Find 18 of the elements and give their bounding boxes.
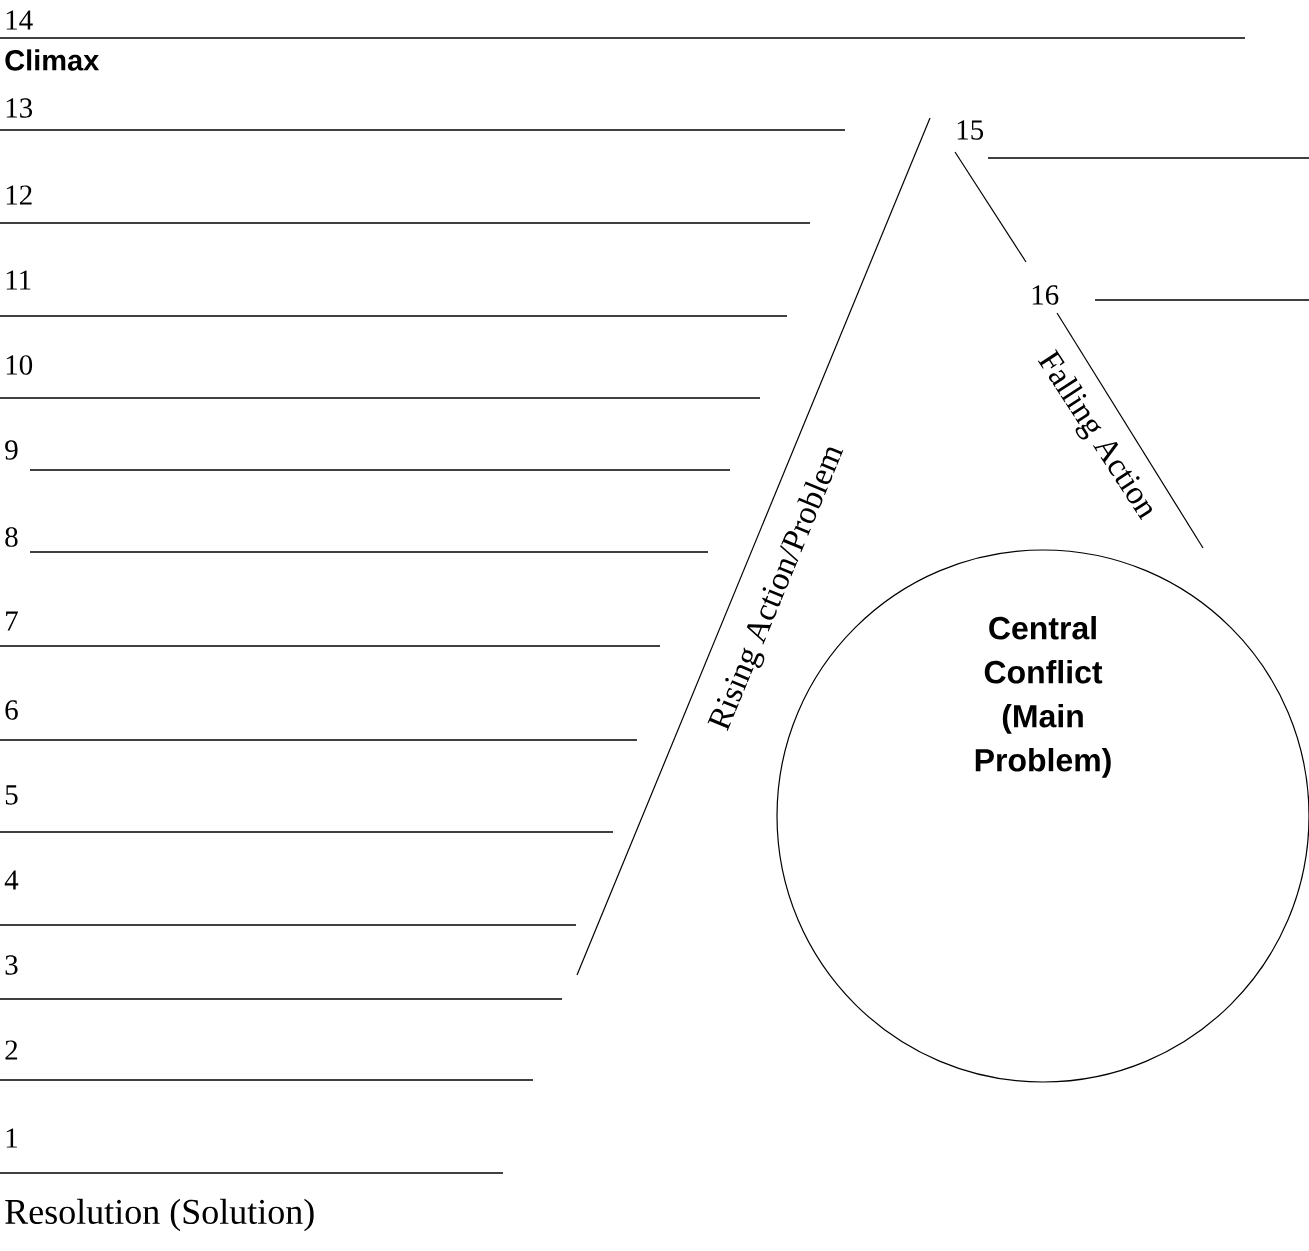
section-heading: Resolution (Solution) bbox=[5, 1198, 314, 1232]
section-heading: Climax bbox=[5, 49, 100, 71]
line-number: 11 bbox=[6, 270, 31, 290]
line-number: 5 bbox=[5, 785, 18, 805]
line-number: 3 bbox=[5, 955, 18, 975]
line-number: 8 bbox=[5, 527, 18, 547]
line-number: 15 bbox=[957, 120, 984, 140]
line-number: 14 bbox=[6, 10, 33, 30]
line-number: 16 bbox=[1032, 285, 1059, 305]
line-number: 12 bbox=[6, 185, 32, 205]
line-number: 10 bbox=[6, 355, 33, 375]
line-number: 1 bbox=[6, 1128, 17, 1148]
line-number: 6 bbox=[5, 700, 18, 720]
line-number: 7 bbox=[6, 611, 18, 631]
line-number: 13 bbox=[6, 98, 33, 118]
line-number: 4 bbox=[4, 870, 19, 890]
line-number: 2 bbox=[5, 1040, 18, 1060]
line-number: 9 bbox=[5, 440, 18, 460]
